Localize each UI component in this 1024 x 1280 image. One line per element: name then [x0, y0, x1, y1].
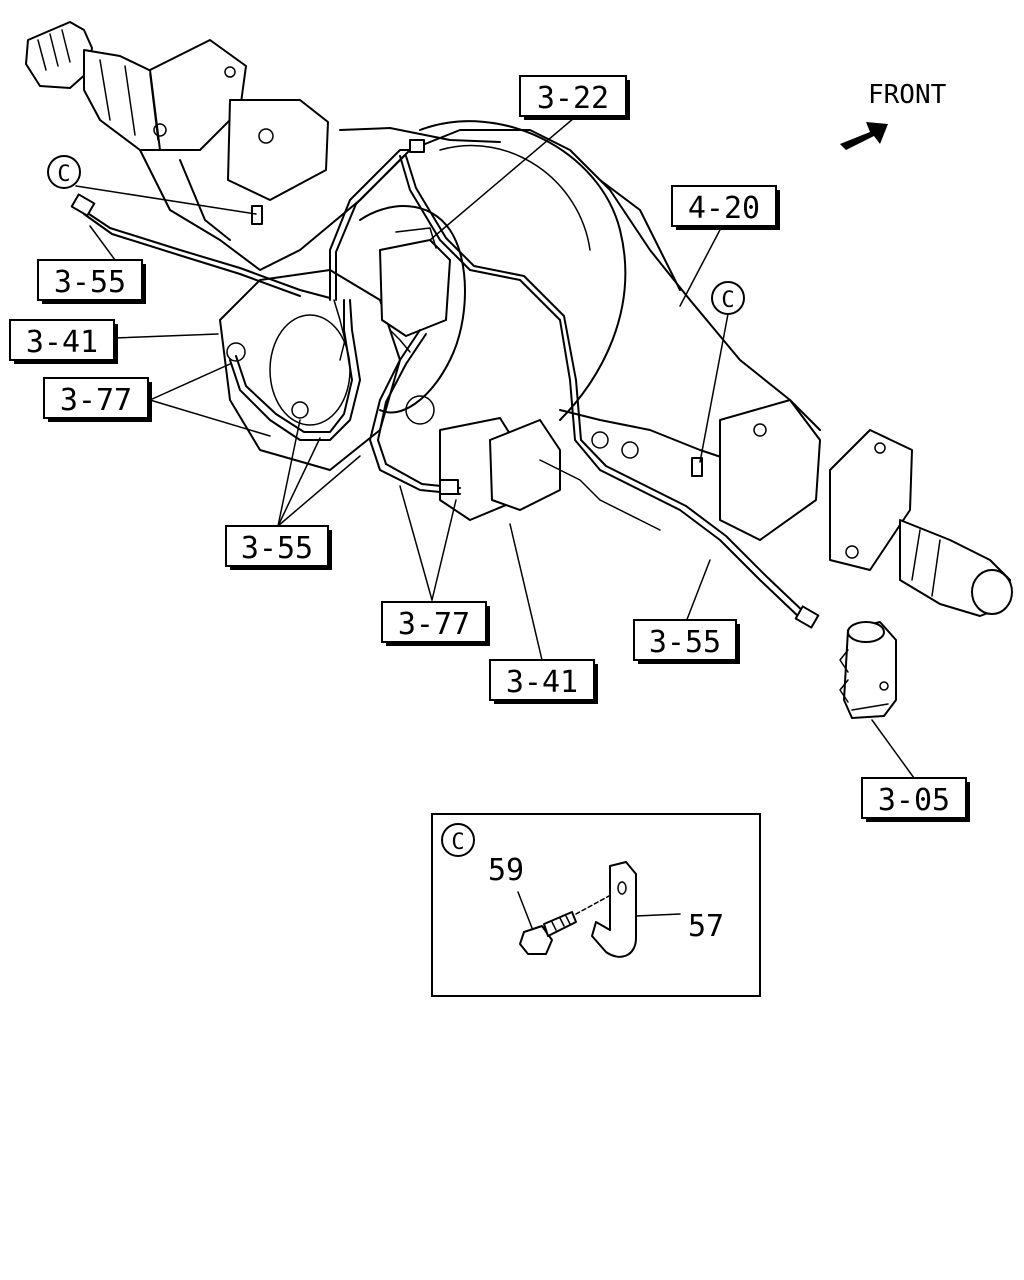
- callout-label: 3-05: [878, 783, 950, 818]
- callout-label: 3-41: [26, 325, 98, 360]
- callout-3-55-left: 3-55: [37, 259, 146, 304]
- detail-marker-right: C: [711, 281, 745, 315]
- detail-inset: C 59 57: [431, 813, 761, 997]
- part-59-label: 59: [488, 853, 524, 888]
- axle-housing: [25, 21, 1013, 617]
- callout-3-77-left: 3-77: [43, 377, 152, 422]
- callout-label: 3-77: [398, 607, 470, 642]
- callout-3-22: 3-22: [519, 75, 630, 120]
- callout-3-77-bottom: 3-77: [381, 601, 490, 646]
- callout-3-55-right: 3-55: [633, 619, 740, 664]
- wheel-cylinder-part: [839, 621, 897, 719]
- part-57-label: 57: [688, 909, 724, 944]
- callout-label: 3-55: [649, 625, 721, 660]
- clip-part: [591, 861, 637, 958]
- detail-marker-left: C: [47, 155, 81, 189]
- callout-label: 3-55: [241, 531, 313, 566]
- callout-3-41-left: 3-41: [9, 319, 118, 364]
- callout-label: 3-55: [54, 265, 126, 300]
- callout-4-20: 4-20: [671, 185, 780, 230]
- front-arrow-icon: [840, 122, 888, 150]
- callout-label: 3-22: [537, 81, 609, 116]
- marker-label: C: [721, 288, 734, 313]
- front-indicator: FRONT: [840, 80, 947, 150]
- brake-components: [379, 227, 661, 531]
- callout-3-55-bottom: 3-55: [225, 525, 332, 570]
- pipe-nuts: [70, 139, 820, 629]
- marker-label: C: [57, 162, 70, 187]
- callout-label: 3-41: [506, 665, 578, 700]
- front-label: FRONT: [868, 80, 947, 110]
- leader-lines: [75, 117, 915, 779]
- callout-label: 4-20: [688, 191, 760, 226]
- brake-pipes: [79, 149, 807, 619]
- bolt-part: [519, 889, 621, 955]
- callout-3-41-bottom: 3-41: [489, 659, 598, 704]
- callout-3-05: 3-05: [861, 777, 970, 822]
- inset-marker-label: C: [451, 830, 464, 855]
- callout-label: 3-77: [60, 383, 132, 418]
